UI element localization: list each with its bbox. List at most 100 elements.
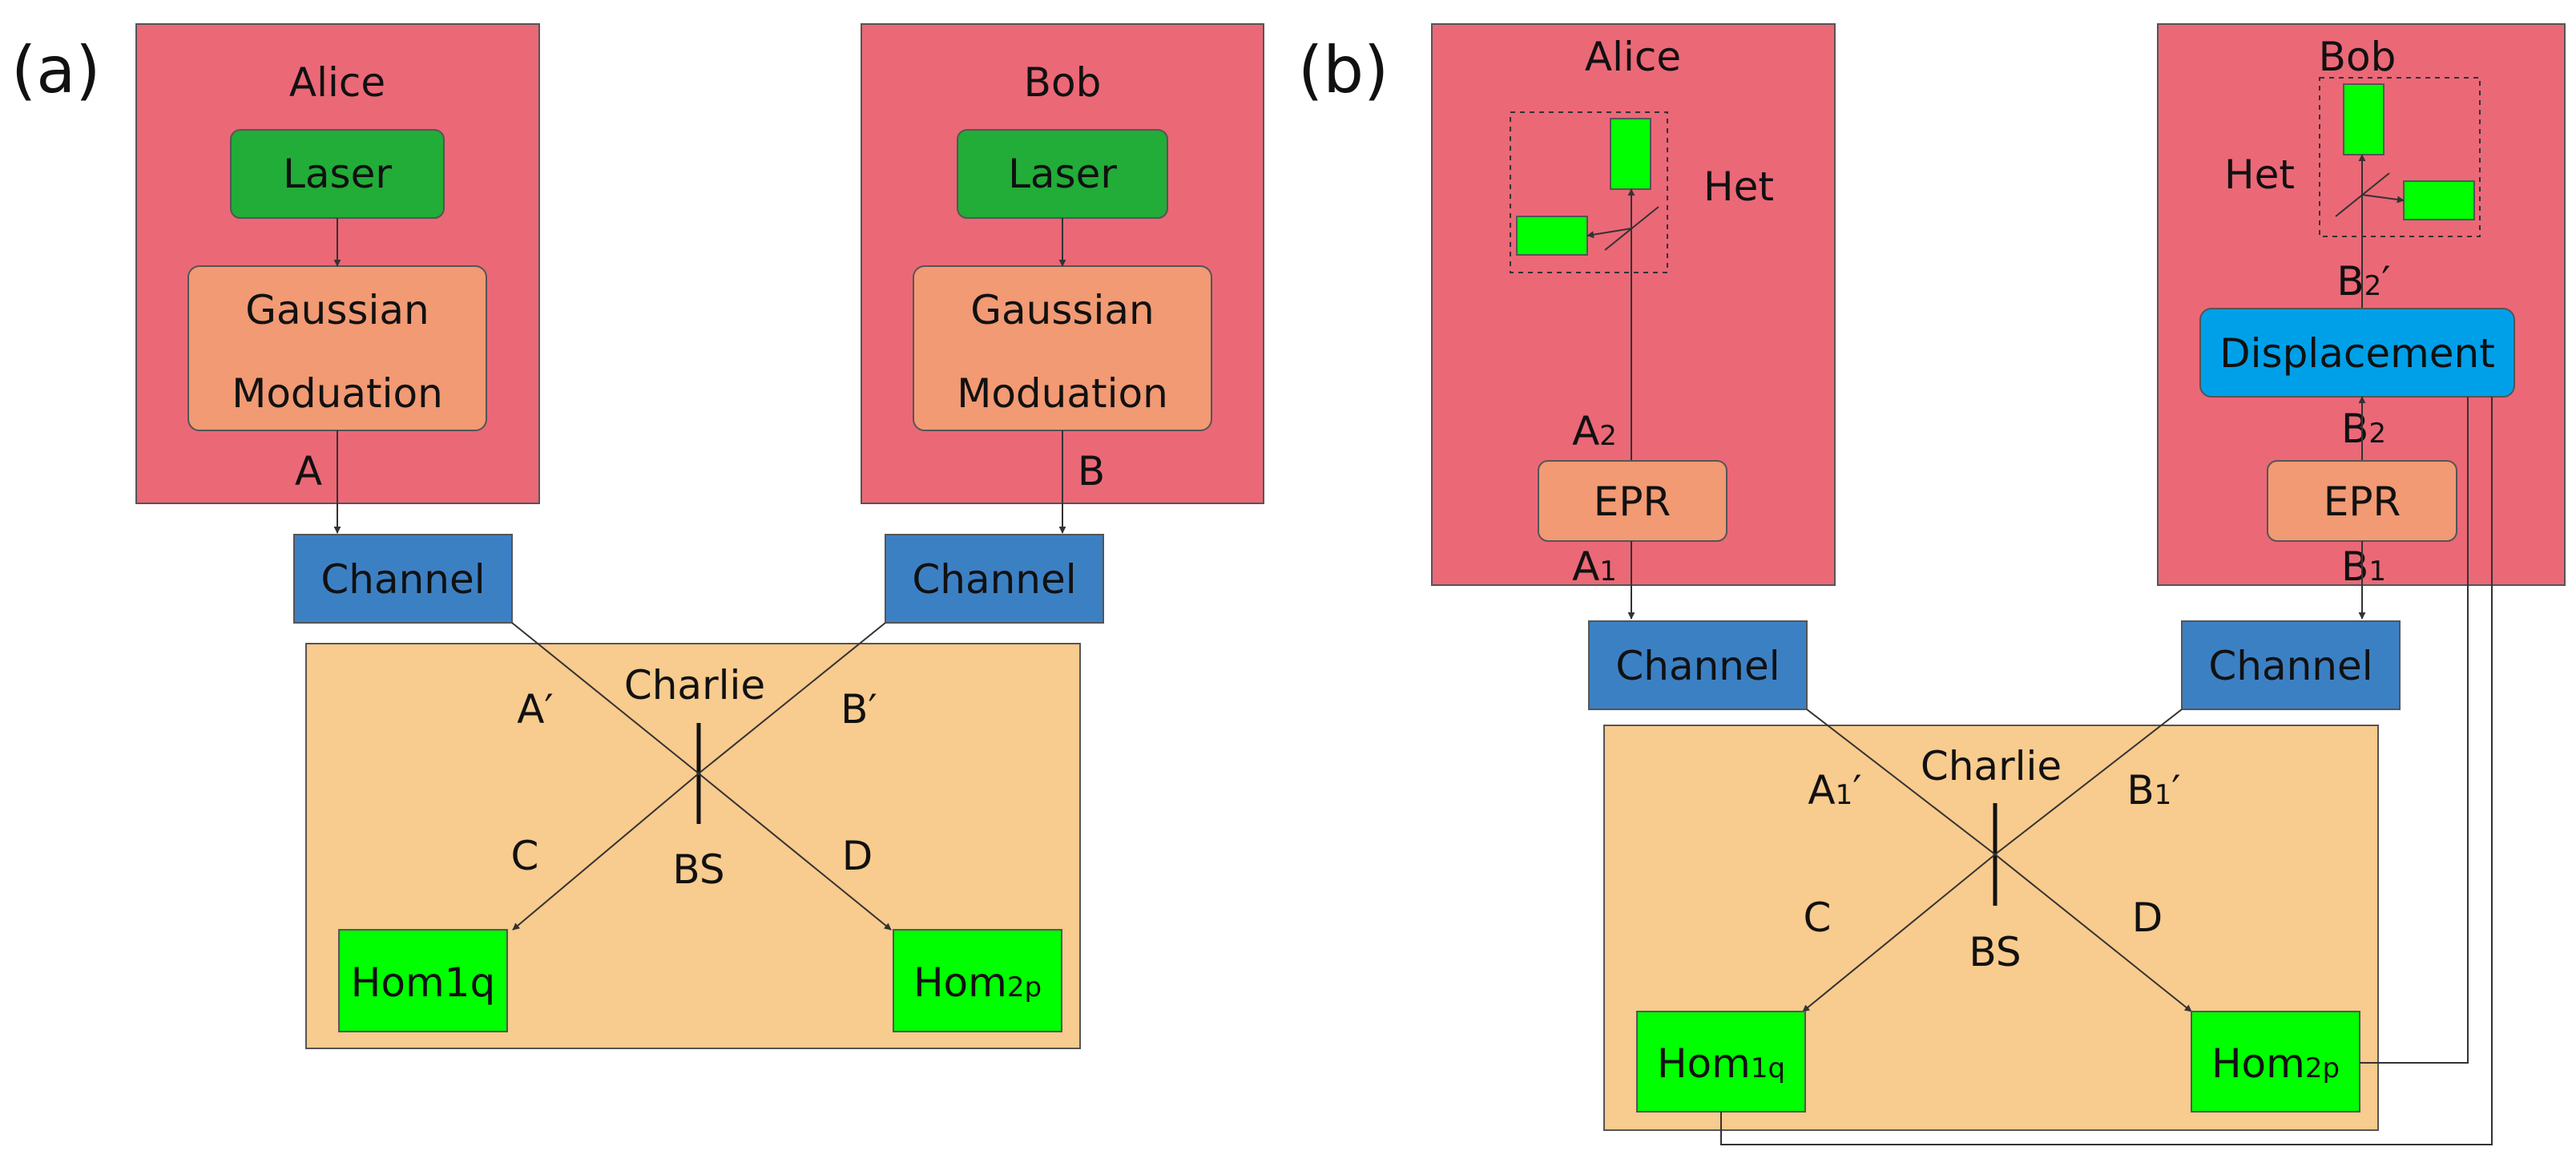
channel-a-left-label: Channel	[320, 556, 485, 603]
bob-b-b2prime-base: B	[2336, 258, 2364, 305]
charlie-b-a-in-sub: 1	[1836, 779, 1853, 811]
bob-b-het-detector-top	[2343, 83, 2385, 155]
hom-a-left	[338, 929, 508, 1032]
alice-b-het-label: Het	[1703, 164, 1774, 210]
beam-a-left-in	[511, 622, 699, 774]
alice-a-title: Alice	[289, 59, 385, 106]
hom-b-left-sub: 1q	[1751, 1052, 1785, 1084]
hom-a-right-label: Hom2p	[913, 959, 1042, 1006]
hom-a-left-sub: 1q	[445, 959, 496, 1006]
bob-b-displacement-label: Displacement	[2219, 330, 2495, 377]
alice-b-epr-label: EPR	[1594, 479, 1671, 525]
charlie-b-b-in-mark: ′	[2171, 767, 2180, 814]
alice-a-modulation-line2: Moduation	[232, 370, 443, 417]
charlie-b-b-in-base: B	[2127, 767, 2154, 814]
bob-b-b1-label: B1	[2341, 543, 2386, 590]
panel-a: (a) Alice Laser Gaussian Moduation A Bob…	[11, 23, 1264, 1049]
beam-a-left-out	[512, 773, 699, 931]
channel-a-left	[293, 534, 513, 624]
alice-a-output-label: A	[295, 448, 322, 495]
charlie-b-b-in-sub: 1	[2155, 779, 2172, 811]
beam-b-left-out	[1802, 854, 1996, 1012]
beam-a-right-in	[698, 622, 886, 774]
alice-b-a2-base: A	[1572, 408, 1599, 454]
alice-b-het-frame	[1510, 111, 1668, 273]
bob-b-displacement	[2199, 308, 2515, 398]
hom-a-right	[893, 929, 1062, 1032]
charlie-b-a-in-base: A	[1808, 767, 1835, 814]
hom-b-right	[2191, 1011, 2360, 1113]
bob-b-b2prime-label: B2′	[2336, 258, 2390, 305]
bob-b-b2prime-sub: 2	[2364, 270, 2382, 302]
alice-b-a1-base: A	[1572, 543, 1599, 590]
hom-a-left-base: Hom	[351, 959, 445, 1006]
bob-b-b2-sub: 2	[2368, 418, 2386, 450]
charlie-b-a-in-mark: ′	[1852, 767, 1861, 814]
alice-b-het-detector-top	[1610, 118, 1651, 190]
beam-a-right-out	[698, 773, 892, 931]
charlie-a-b-in-label: B′	[841, 686, 877, 733]
alice-a-laser-label: Laser	[283, 151, 392, 197]
alice-b-a1-sub: 1	[1599, 555, 1617, 588]
charlie-b-c-out-label: C	[1804, 894, 1832, 941]
channel-b-left	[1588, 620, 1808, 710]
bob-b-het-detector-right	[2403, 180, 2475, 220]
hom-a-right-base: Hom	[913, 959, 1007, 1006]
bob-b-b1-base: B	[2341, 543, 2368, 590]
charlie-b-bs-label: BS	[1969, 929, 2021, 975]
bob-a-title: Bob	[1024, 59, 1102, 106]
charlie-a-c-out-label: C	[511, 833, 539, 879]
bob-b-b2prime-mark: ′	[2381, 258, 2390, 305]
channel-a-right-label: Channel	[912, 556, 1076, 603]
bob-a-modulation-line1: Gaussian	[970, 287, 1154, 333]
bob-a-laser-label: Laser	[1008, 151, 1117, 197]
hom-b-right-label: Hom2p	[2211, 1040, 2340, 1087]
alice-b-a1-label: A1	[1572, 543, 1617, 590]
alice-b-het-detector-left	[1516, 216, 1588, 256]
alice-b-title: Alice	[1585, 34, 1681, 80]
feedback-line-hom2p-to-displacement	[2360, 397, 2469, 1064]
charlie-a-bs-label: BS	[672, 846, 724, 893]
panel-a-label: (a)	[11, 33, 100, 107]
alice-b-het-arrow-left	[1586, 228, 1632, 239]
bob-b-epr-label: EPR	[2324, 479, 2401, 525]
beam-b-right-out	[1994, 854, 2192, 1012]
panel-b: (b) Alice Het A2 EPR A1 Bob Het B2′ Disp…	[1298, 23, 2566, 1145]
hom-b-left-base: Hom	[1657, 1040, 1751, 1087]
channel-b-right	[2181, 620, 2401, 710]
bob-b-het-frame	[2319, 77, 2481, 237]
charlie-b-b-in-label: B1′	[2127, 767, 2180, 814]
alice-b-a2-label: A2	[1572, 408, 1617, 454]
charlie-b-d-out-label: D	[2132, 894, 2163, 941]
bob-b-het-label: Het	[2224, 151, 2295, 198]
hom-a-right-sub: 2p	[1007, 971, 1042, 1004]
hom-b-left-label: Hom1q	[1657, 1040, 1785, 1087]
bob-b-b2-label: B2	[2341, 406, 2386, 452]
charlie-a-d-out-label: D	[842, 833, 873, 879]
charlie-a-a-in-label: A′	[517, 686, 554, 733]
beam-b-right-in	[1994, 709, 2183, 855]
bob-b-b2-base: B	[2341, 406, 2368, 452]
channel-b-right-label: Channel	[2208, 643, 2372, 689]
charlie-b-a-in-label: A1′	[1808, 767, 1861, 814]
alice-b-epr	[1538, 460, 1727, 542]
panel-b-label: (b)	[1298, 33, 1389, 107]
bob-b-het-arrow-right	[2361, 194, 2405, 204]
bob-a-modulation-line2: Moduation	[957, 370, 1168, 417]
bob-a-output-label: B	[1078, 448, 1105, 495]
bob-b-title: Bob	[2319, 34, 2397, 80]
alice-b-a2-sub: 2	[1599, 420, 1617, 452]
hom-b-left	[1636, 1011, 1806, 1113]
charlie-b-title: Charlie	[1921, 743, 2062, 789]
bob-b-b1-sub: 1	[2368, 555, 2386, 588]
hom-b-right-base: Hom	[2211, 1040, 2305, 1087]
beam-b-left-in	[1806, 709, 1996, 855]
hom-b-right-sub: 2p	[2305, 1052, 2340, 1084]
channel-b-left-label: Channel	[1615, 643, 1780, 689]
charlie-a-title: Charlie	[624, 662, 765, 709]
hom-a-left-label: Hom1q	[351, 959, 495, 1006]
feedback-line-hom1q-to-displacement	[1720, 397, 2493, 1145]
alice-a-modulation-line1: Gaussian	[245, 287, 429, 333]
channel-a-right	[885, 534, 1104, 624]
